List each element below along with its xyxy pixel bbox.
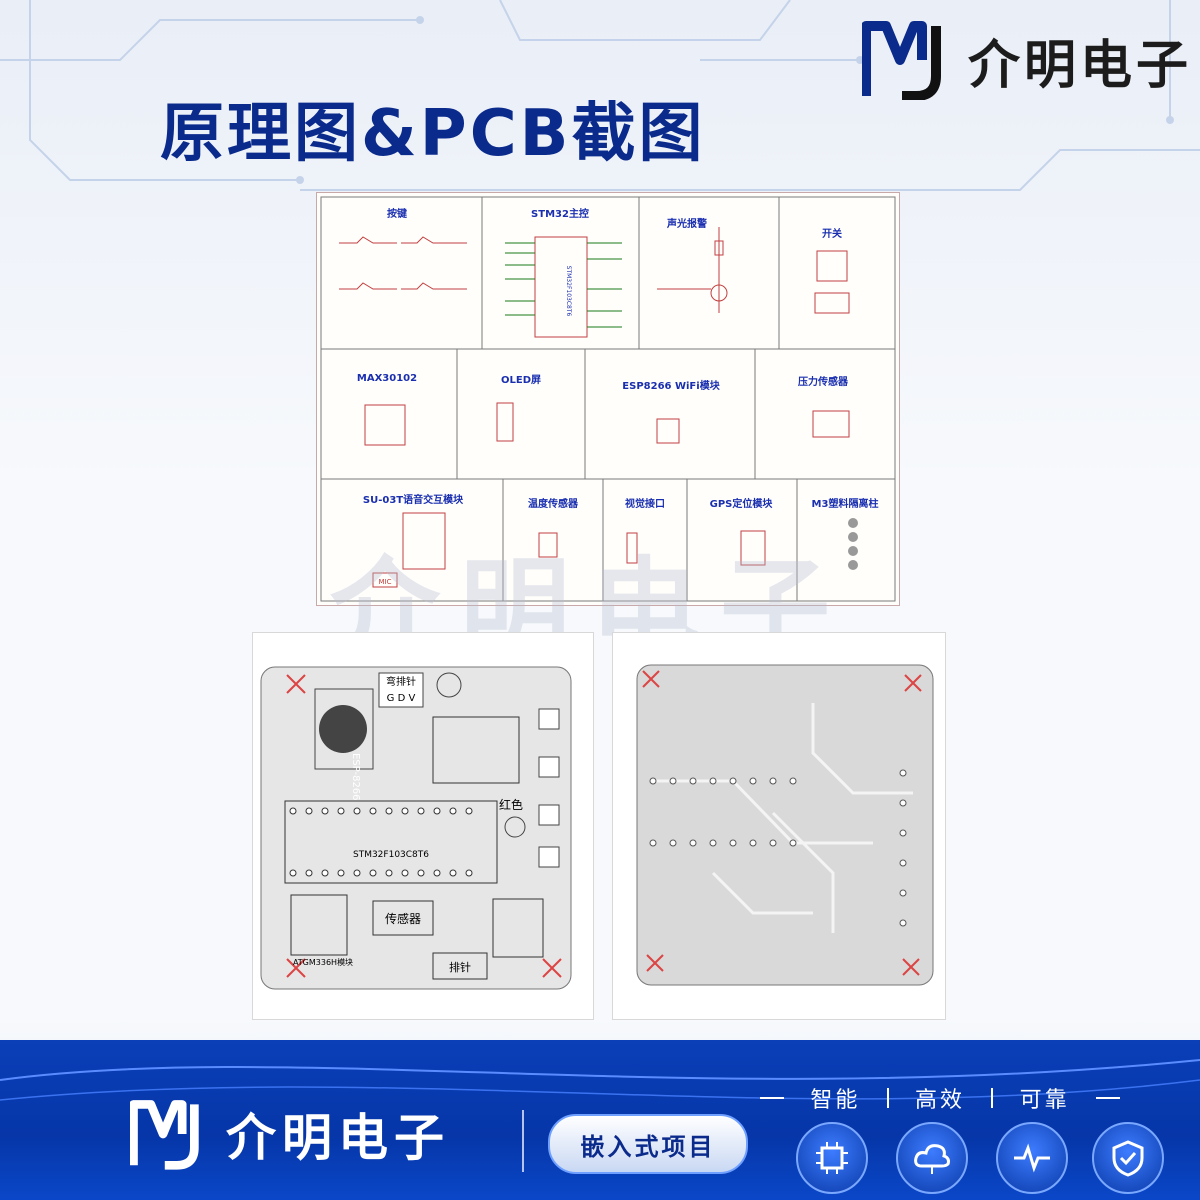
tagline-dash — [1095, 1097, 1120, 1099]
pcb-top-panel: ESP-8266 弯排针 G D V STM32F103C8T6 红色 传感器 … — [252, 632, 594, 1020]
block-label-oled: OLED屏 — [501, 374, 541, 386]
pcb-label-sensor: 传感器 — [385, 911, 421, 926]
block-label-voice: SU-03T语音交互模块 — [363, 493, 464, 506]
pcb-label-wifi: ESP-8266 — [350, 753, 361, 801]
footer-logo: 介明电子 — [130, 1098, 450, 1170]
block-label-gps: GPS定位模块 — [710, 497, 774, 510]
block-label-switch: 开关 — [822, 227, 842, 240]
block-label-alarm: 声光报警 — [666, 217, 707, 230]
footer-brand-mark-icon — [130, 1100, 199, 1170]
block-label-keys: 按键 — [387, 207, 408, 220]
block-label-mcu: STM32主控 — [531, 207, 589, 220]
page-title: 原理图&PCB截图 — [160, 97, 706, 171]
block-label-max: MAX30102 — [357, 373, 417, 384]
pcb-label-gdv: G D V — [387, 693, 416, 704]
block-label-wifi: ESP8266 WiFi模块 — [622, 379, 720, 392]
footer-tagline: 智能 高效 可靠 — [760, 1082, 1120, 1114]
block-label-temp: 温度传感器 — [528, 497, 579, 510]
tagline-divider — [991, 1088, 994, 1108]
tag-reliable: 可靠 — [1019, 1088, 1070, 1113]
pcb-label-header: 弯排针 — [386, 675, 416, 688]
brand-logo: 介明电子 — [862, 20, 1192, 100]
footer-separator — [522, 1110, 524, 1172]
footer: 介明电子 嵌入式项目 智能 高效 可靠 — [0, 1040, 1200, 1200]
chip-icon — [796, 1122, 868, 1194]
block-label-vision: 视觉接口 — [625, 497, 665, 510]
cloud-icon — [896, 1122, 968, 1194]
tag-efficient: 高效 — [914, 1088, 965, 1113]
pulse-icon — [996, 1122, 1068, 1194]
shield-icon — [1092, 1122, 1164, 1194]
pcb-label-header2: 排针 — [449, 960, 471, 974]
pcb-top-drawing: ESP-8266 弯排针 G D V STM32F103C8T6 红色 传感器 … — [260, 666, 572, 990]
pcb-label-mcu: STM32F103C8T6 — [353, 850, 429, 860]
mcu-chip-label: STM32F103C8T6 — [565, 266, 572, 317]
pcb-bottom-panel — [612, 632, 946, 1020]
schematic-panel: 按键 STM32主控 声光报警 开关 MAX30102 OLED屏 ESP826… — [316, 192, 900, 606]
pcb-label-red: 红色 — [499, 797, 523, 812]
footer-wave — [0, 1059, 1200, 1101]
mic-label: MIC — [379, 578, 392, 586]
tagline-dash — [760, 1097, 784, 1099]
pcb-label-gps: ATGM336H模块 — [293, 957, 353, 967]
project-badge: 嵌入式项目 — [548, 1114, 748, 1174]
block-label-posts: M3塑料隔离柱 — [812, 497, 879, 510]
footer-brand-name: 介明电子 — [226, 1109, 450, 1167]
brand-name: 介明电子 — [968, 35, 1193, 96]
schematic-drawing: 按键 STM32主控 声光报警 开关 MAX30102 OLED屏 ESP826… — [320, 196, 896, 602]
tagline-divider — [886, 1088, 889, 1108]
brand-mark-icon — [862, 21, 941, 100]
block-label-pressure: 压力传感器 — [798, 375, 849, 388]
pcb-bottom-drawing — [636, 664, 934, 986]
tag-smart: 智能 — [810, 1088, 861, 1113]
